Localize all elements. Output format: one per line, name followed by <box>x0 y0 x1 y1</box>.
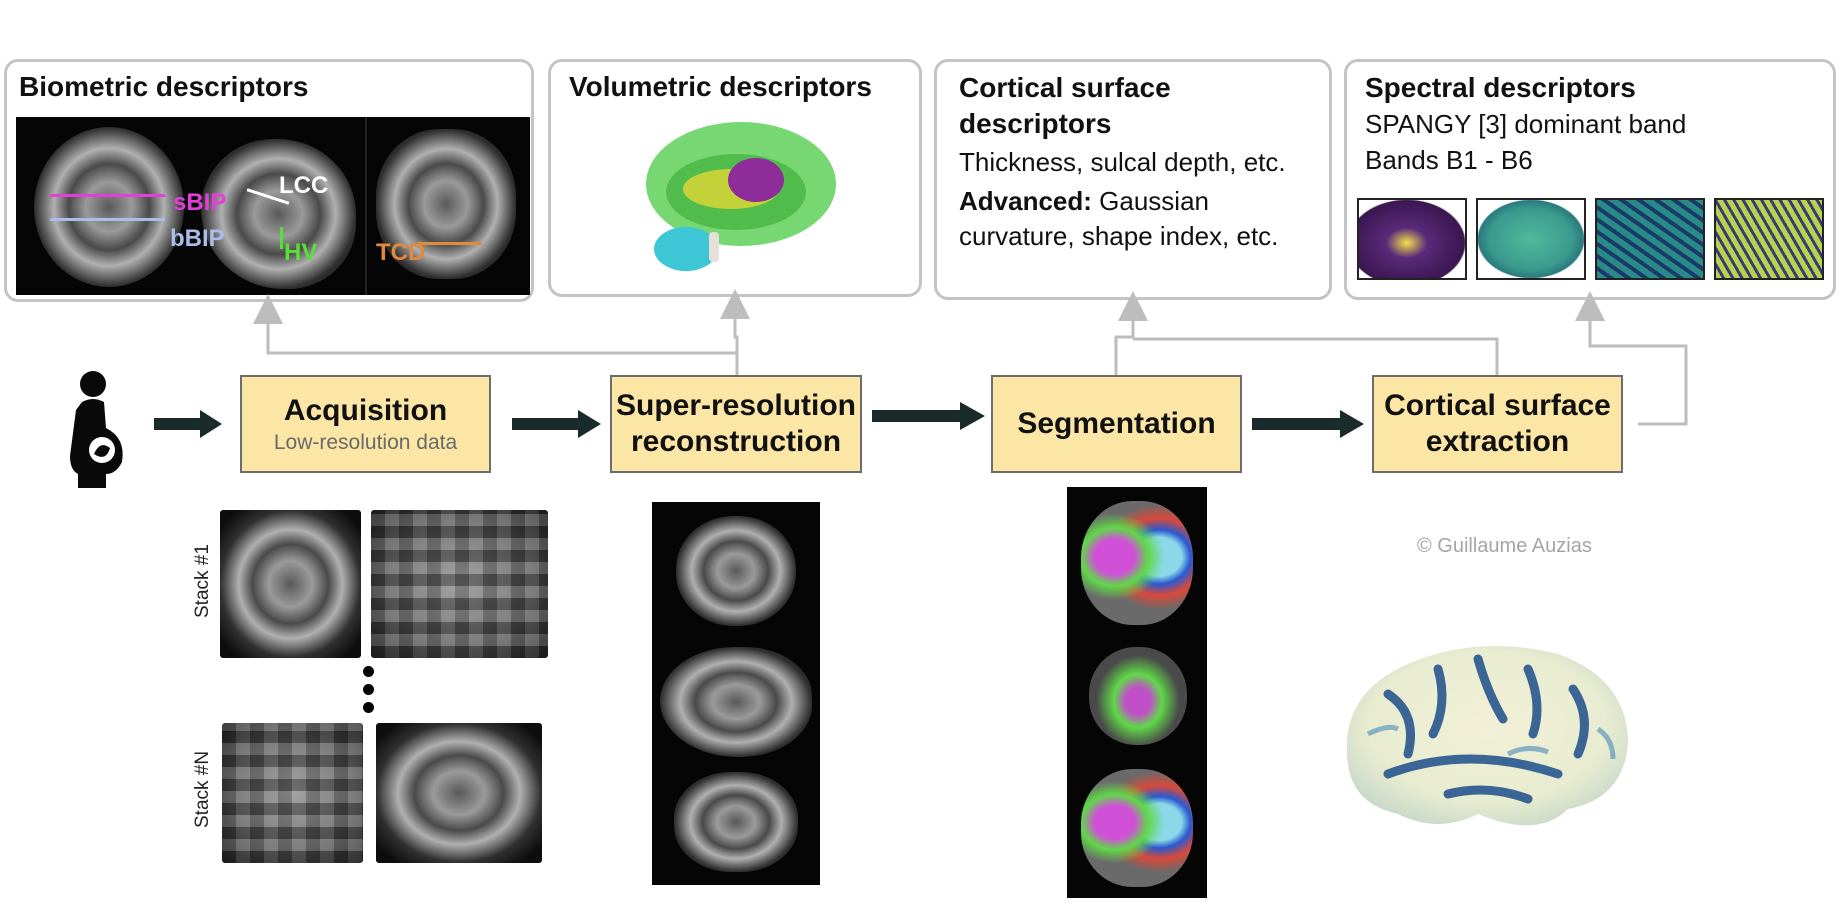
seg-coronal-image <box>1081 769 1193 887</box>
cortical-descriptors-line3: curvature, shape index, etc. <box>959 221 1279 251</box>
spectral-descriptors-title: Spectral descriptors <box>1365 72 1636 103</box>
ellipsis-dot-2 <box>363 684 374 695</box>
volumetric-descriptors-title: Volumetric descriptors <box>569 71 872 102</box>
spectral-band-thumb-4 <box>1714 198 1824 280</box>
extraction-title-line1: Cortical surface <box>1384 389 1611 422</box>
stack1-lowres-image <box>371 510 548 658</box>
step-cortical-surface-extraction: Cortical surface extraction <box>1372 375 1623 473</box>
cortical-descriptors-advanced: Advanced: Gaussian <box>959 183 1209 219</box>
acquisition-title: Acquisition <box>283 394 448 427</box>
segmentation-title: Segmentation <box>1017 407 1216 440</box>
stack1-axial-image <box>220 510 361 658</box>
advanced-label: Advanced: <box>959 186 1092 216</box>
step-super-resolution: Super-resolution reconstruction <box>610 375 862 473</box>
superres-title-line1: Super-resolution <box>615 389 856 422</box>
superres-axial-image <box>676 516 796 626</box>
tcd-line <box>418 242 482 245</box>
spectral-descriptors-line2: Bands B1 - B6 <box>1365 145 1533 175</box>
cortical-surface-render <box>1346 646 1628 826</box>
stack-last-label: Stack #N <box>192 750 213 828</box>
tcd-label: TCD <box>376 239 426 266</box>
spectral-descriptors-line1: SPANGY [3] dominant band <box>1365 109 1687 139</box>
acquisition-subtitle: Low-resolution data <box>273 431 458 454</box>
segmentation-output-panel <box>1067 487 1207 898</box>
advanced-rest: Gaussian <box>1099 186 1209 216</box>
superres-title-line2: reconstruction <box>630 425 842 458</box>
volumetric-brain-render <box>646 122 836 271</box>
hv-line <box>280 227 283 249</box>
cortical-descriptors-title-line2: descriptors <box>959 108 1112 139</box>
pregnant-person-icon <box>70 371 123 488</box>
panel-divider <box>365 117 367 295</box>
step-acquisition: Acquisition Low-resolution data <box>240 375 491 473</box>
sbip-label: sBIP <box>173 189 227 216</box>
ellipsis-dot-3 <box>363 702 374 713</box>
cortical-surface-descriptors-box: Cortical surface descriptors Thickness, … <box>934 59 1332 300</box>
stackN-sagittal-image <box>376 723 542 863</box>
cortical-descriptors-line1: Thickness, sulcal depth, etc. <box>959 147 1286 177</box>
sbip-line <box>50 194 165 197</box>
spectral-band-thumb-2 <box>1476 198 1586 280</box>
superres-coronal-image <box>674 772 798 872</box>
volumetric-descriptors-box: Volumetric descriptors <box>548 59 922 297</box>
superres-sagittal-image <box>660 647 812 757</box>
seg-axial-image <box>1081 501 1193 625</box>
step-segmentation: Segmentation <box>991 375 1242 473</box>
spectral-descriptors-box: Spectral descriptors SPANGY [3] dominant… <box>1344 59 1836 300</box>
biometric-descriptors-title: Biometric descriptors <box>19 71 309 102</box>
coronal-mri-image <box>376 129 516 279</box>
copyright-text: © Guillaume Auzias <box>1417 535 1592 557</box>
cortical-descriptors-title-line1: Cortical surface <box>959 72 1171 103</box>
biometric-descriptors-box: Biometric descriptors sBIP bBIP LCC HV T… <box>4 59 534 302</box>
axial-mri-image <box>34 127 184 287</box>
lcc-label: LCC <box>279 172 329 199</box>
spectral-band-thumb-3 <box>1595 198 1705 280</box>
bbip-label: bBIP <box>170 225 225 252</box>
ellipsis-dot-1 <box>363 666 374 677</box>
seg-sagittal-image <box>1089 647 1187 745</box>
bbip-line <box>50 218 165 221</box>
stackN-lowres-image <box>222 723 363 863</box>
stack-first-label: Stack #1 <box>192 544 213 618</box>
biometric-mri-panel: sBIP bBIP LCC HV TCD <box>16 117 530 295</box>
extraction-title-line2: extraction <box>1425 425 1570 458</box>
hv-label: HV <box>284 239 318 266</box>
sagittal-mri-image <box>201 139 356 289</box>
superres-output-panel <box>652 502 820 885</box>
spectral-band-thumb-1 <box>1357 198 1467 280</box>
